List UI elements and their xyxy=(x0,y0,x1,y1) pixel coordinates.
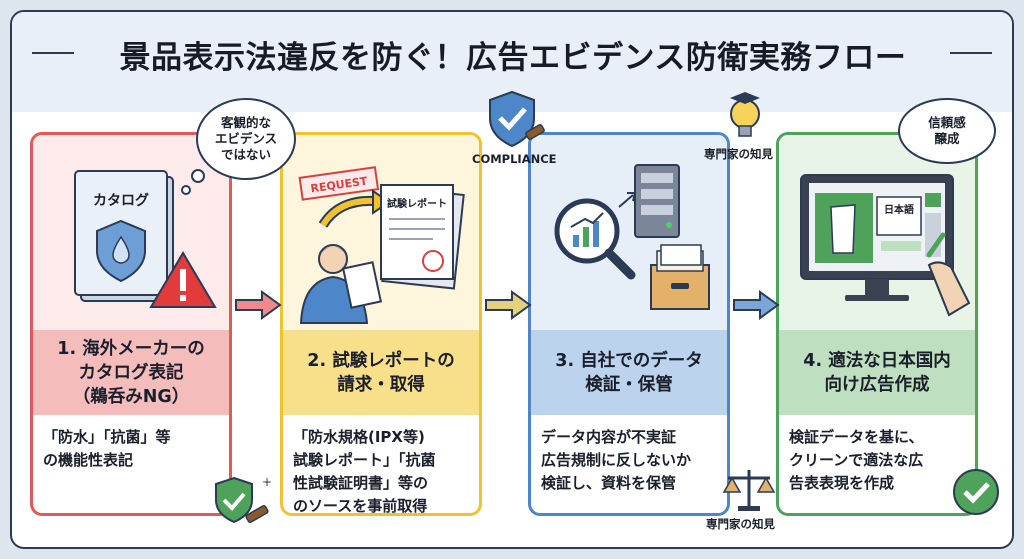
shield-gavel-icon: + xyxy=(215,475,272,524)
step-1-description: 「防水」「抗菌」等 の機能性表記 xyxy=(43,428,171,469)
speech-bubble-trust: 信頼感 醸成 xyxy=(898,98,996,164)
step-card-4: 日本語 4. 適法な日本国内 向け広告作成 検証データを基に、 クリーンで適法な… xyxy=(776,132,978,516)
title-rule-right xyxy=(950,52,992,54)
step-2-description: 「防水規格(IPX等) 試験レポート」「抗菌 性試験証明書」等の のソースを事前… xyxy=(293,428,436,515)
title-rule-left xyxy=(32,52,74,54)
step-card-3: 3. 自社でのデータ 検証・保管 データ内容が不実証 広告規制に反しないか 検証… xyxy=(528,132,730,516)
compliance-shield-icon xyxy=(489,90,545,148)
expert-label-top: 専門家の知見 xyxy=(704,147,773,161)
step-4-heading: 4. 適法な日本国内 向け広告作成 xyxy=(779,330,975,415)
catalog-icon: カタログ xyxy=(74,170,217,308)
svg-text:+: + xyxy=(262,475,272,489)
data-verification-icon xyxy=(554,164,710,310)
compliance-label: COMPLIANCE xyxy=(472,152,557,166)
request-report-icon: REQUEST 試験レポート xyxy=(298,166,465,324)
scales-of-justice-icon xyxy=(722,470,776,511)
step-4-description: 検証データを基に、 クリーンで適法な広 告表表現を作成 xyxy=(789,428,924,492)
step-card-2: REQUEST 試験レポート 2. 試験レポートの 請求・取得 「防水規格(IP… xyxy=(280,132,482,516)
expert-label-bottom: 専門家の知見 xyxy=(706,517,775,531)
step-card-1: カタログ 1. 海外メーカーの カタログ表記 （鵜呑みNG） 「防水」「抗菌」等… xyxy=(30,132,232,516)
flow-arrow-3 xyxy=(733,290,780,320)
step-3-description: データ内容が不実証 広告規制に反しないか 検証し、資料を保管 xyxy=(541,428,692,492)
catalog-label: カタログ xyxy=(93,192,149,209)
step-1-heading: 1. 海外メーカーの カタログ表記 （鵜呑みNG） xyxy=(33,330,229,415)
step-4-illustration: 日本語 xyxy=(779,135,975,330)
report-label: 試験レポート xyxy=(387,197,447,210)
thought-bubble-tail xyxy=(181,169,205,195)
step-1-illustration: カタログ xyxy=(33,135,229,330)
japanese-label: 日本語 xyxy=(884,203,914,216)
flow-arrow-1 xyxy=(235,290,282,320)
completed-check-icon xyxy=(953,469,999,515)
page-title: 景品表示法違反を防ぐ！広告エビデンス防衛実務フロー xyxy=(119,40,907,76)
flow-arrow-2 xyxy=(485,290,532,320)
step-3-heading: 3. 自社でのデータ 検証・保管 xyxy=(531,330,727,415)
expert-lightbulb-icon xyxy=(730,92,760,137)
monitor-ad-icon: 日本語 xyxy=(800,174,971,317)
step-2-heading: 2. 試験レポートの 請求・取得 xyxy=(283,330,479,415)
thought-bubble-no-evidence: 客観的な エビデンス ではない xyxy=(196,98,296,180)
step-2-illustration: REQUEST 試験レポート xyxy=(283,135,479,330)
step-3-illustration xyxy=(531,135,727,330)
